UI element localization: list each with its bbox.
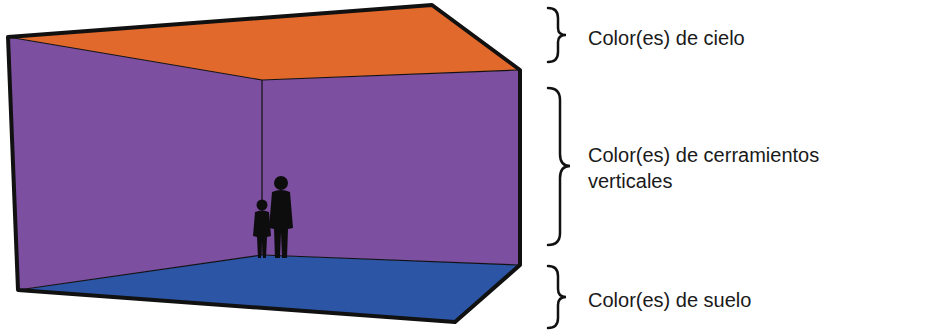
- people-silhouette: [253, 176, 293, 258]
- back-wall: [262, 70, 520, 265]
- floor: [18, 255, 520, 322]
- color-label: Color(es) de suelo: [588, 287, 751, 313]
- room-outline: [8, 5, 520, 322]
- left-wall: [8, 37, 262, 290]
- color-label: Color(es) de cerramientos verticales: [588, 142, 888, 194]
- color-label: Color(es) de cielo: [588, 25, 745, 51]
- bracket: [548, 8, 570, 328]
- inner-edges: [8, 37, 520, 290]
